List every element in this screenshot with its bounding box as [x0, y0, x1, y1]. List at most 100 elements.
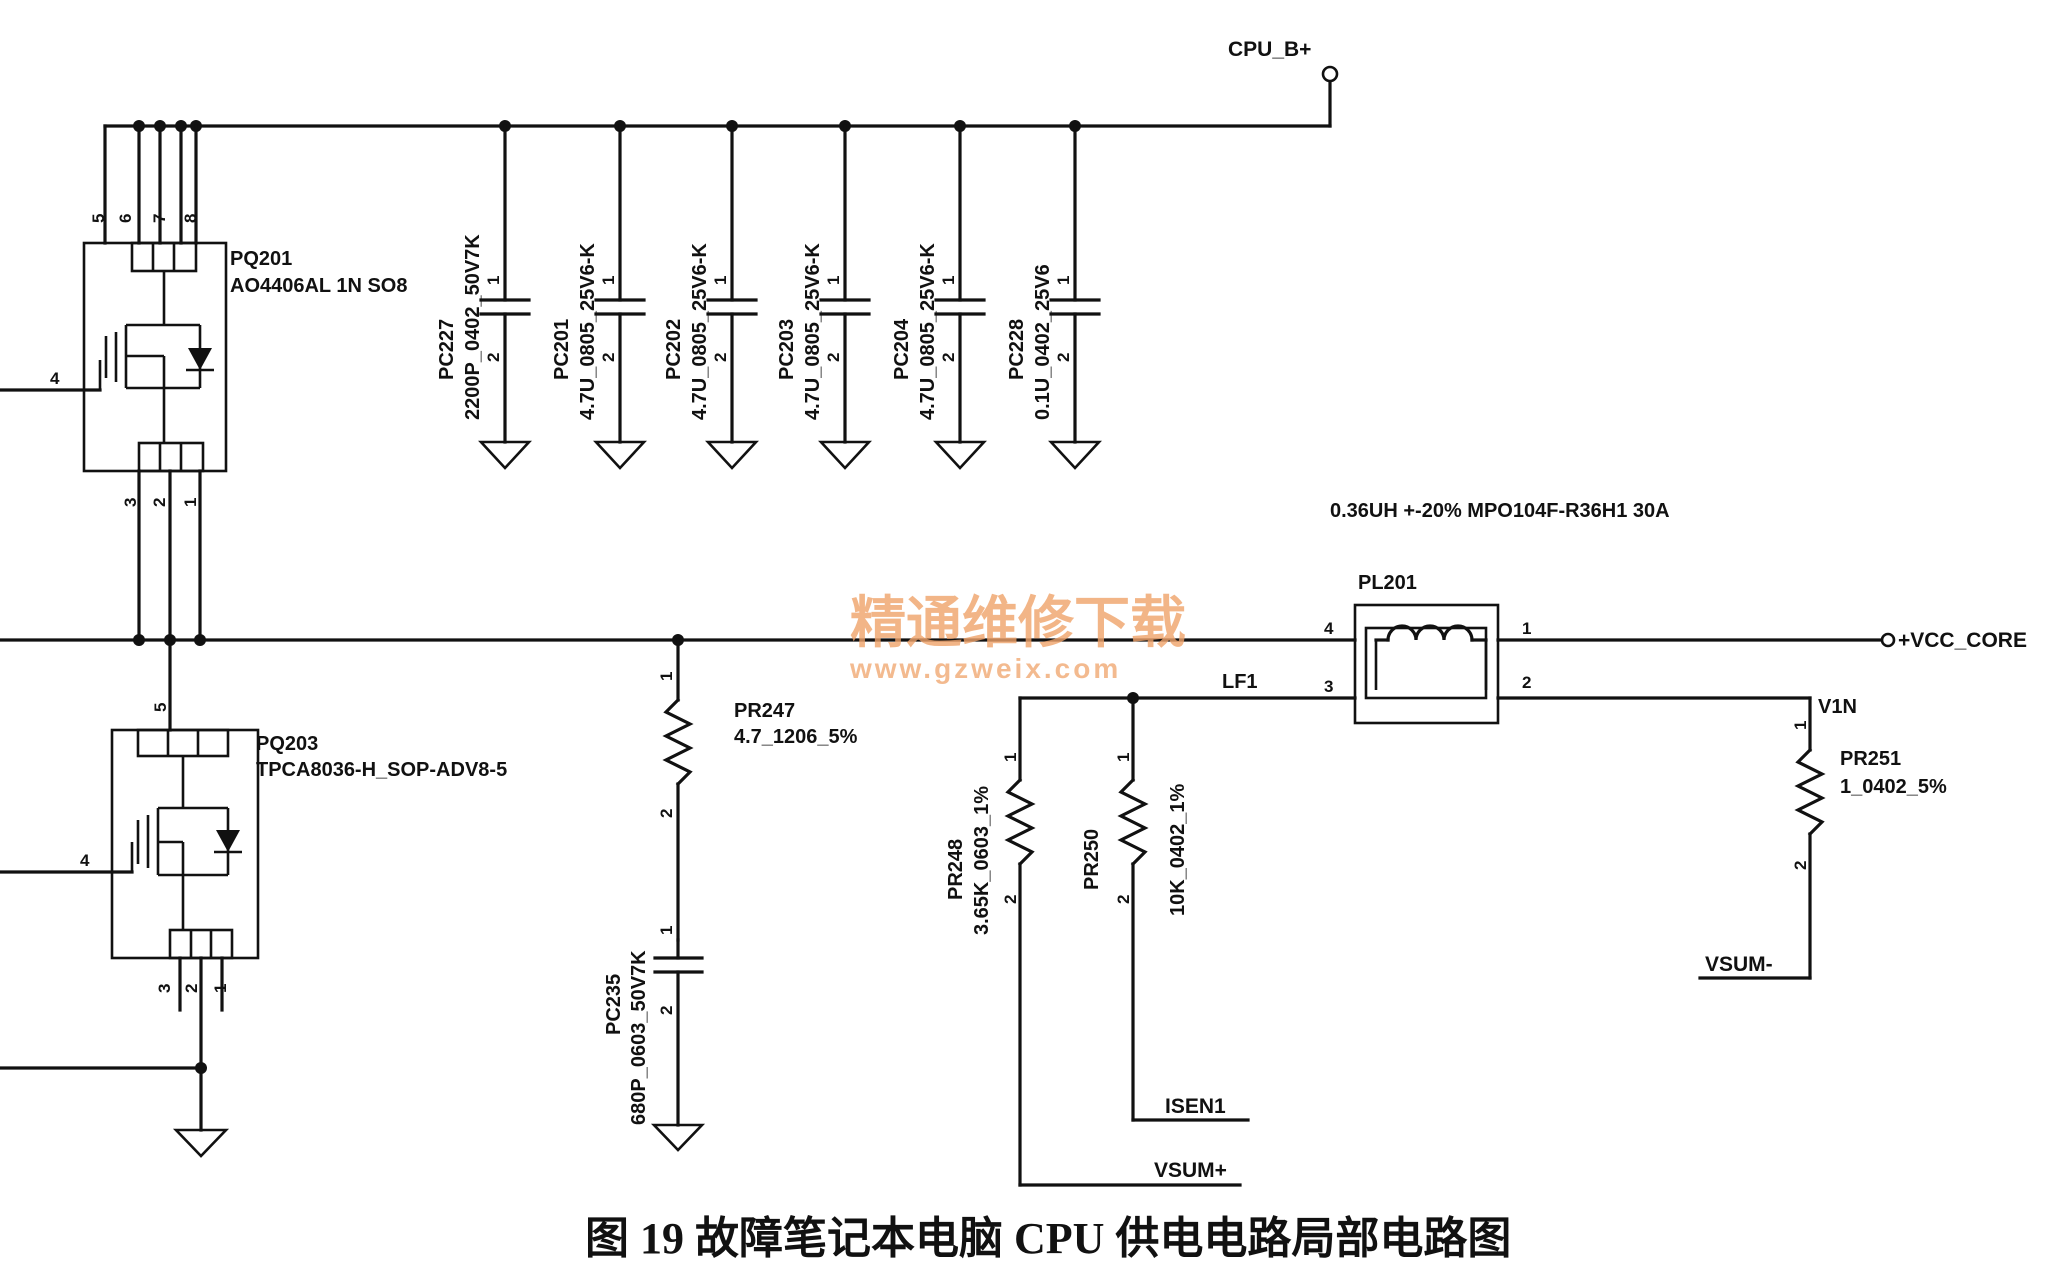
cpu-b-rail: CPU_B+: [103, 38, 1339, 128]
pq201-pin2: 2: [150, 498, 169, 507]
pq203-pin1: 1: [211, 984, 230, 993]
pr250-value: 10K_0402_1%: [1167, 783, 1189, 916]
pc228-pin1: 1: [1054, 276, 1073, 285]
pc202-pin2: 2: [711, 353, 730, 362]
pq201-pin3: 3: [121, 498, 140, 507]
watermark: 精通维修下载 www.gzweix.com: [849, 590, 1186, 684]
pq201-pin8: 8: [181, 214, 200, 223]
pc204-pin1: 1: [939, 276, 958, 285]
pr247-pin2: 2: [657, 809, 676, 818]
pq203-pin3: 3: [155, 984, 174, 993]
pc227-pin1: 1: [484, 276, 503, 285]
pc201-value: 4.7U_0805_25V6-K: [577, 243, 599, 420]
pr248-resistor: 1 2 PR248 3.65K_0603_1% VSUM+: [945, 696, 1242, 1187]
vsum-minus-net-label: VSUM-: [1705, 953, 1773, 976]
pc202-pin1: 1: [711, 276, 730, 285]
pr247-ref: PR247: [734, 700, 795, 722]
pq201-pin5: 5: [89, 214, 108, 223]
pc235-pin1: 1: [657, 926, 676, 935]
pc202-ground: [705, 440, 759, 470]
lf1-net-label: LF1: [1222, 671, 1258, 693]
pl201-pin4: 4: [1324, 619, 1334, 638]
pc235-value: 680P_0603_50V7K: [628, 950, 650, 1125]
pr250-ref: PR250: [1081, 829, 1103, 890]
figure-caption: 图 19 故障笔记本电脑 CPU 供电电路局部电路图: [585, 1214, 1511, 1263]
vsum-plus-net-label: VSUM+: [1154, 1159, 1227, 1182]
vcc-core-net-label: +VCC_CORE: [1898, 629, 2027, 652]
pc228-pin2: 2: [1054, 353, 1073, 362]
pq203-value: TPCA8036-H_SOP-ADV8-5: [256, 759, 507, 781]
pr250-resistor: 1 2 PR250 10K_0402_1% ISEN1: [1081, 692, 1250, 1122]
pc202-value: 4.7U_0805_25V6-K: [689, 243, 711, 420]
pl201-pin3: 3: [1324, 677, 1333, 696]
pq201-gate-pin: 4: [50, 369, 60, 388]
pl201-ref: PL201: [1358, 572, 1417, 594]
pc201-ref: PC201: [551, 319, 573, 380]
pl201-inductor: 4 1 3 2 PL201 0.36UH +-20% MPO104F-R36H1…: [1018, 500, 2027, 725]
pc202-ref: PC202: [663, 319, 685, 380]
pq203-pin5: 5: [151, 703, 170, 712]
pc203-pin2: 2: [824, 353, 843, 362]
pc204-pin2: 2: [939, 353, 958, 362]
pr250-pin2: 2: [1114, 895, 1133, 904]
pc201-pin1: 1: [599, 276, 618, 285]
pc228-ref: PC228: [1006, 319, 1028, 380]
pr247-pin1: 1: [657, 672, 676, 681]
pq203-gate-pin: 4: [80, 851, 90, 870]
pc227-pin2: 2: [484, 353, 503, 362]
pc203-value: 4.7U_0805_25V6-K: [802, 243, 824, 420]
pl201-pin2: 2: [1522, 673, 1531, 692]
pr251-pin1: 1: [1791, 721, 1810, 730]
isen1-net-label: ISEN1: [1165, 1095, 1226, 1118]
pq201-mosfet: 5 6 7 8 4 3 2 1 PQ201 AO4406AL 1N SO8: [0, 120, 408, 642]
pc201-ground: [593, 440, 647, 470]
pq203-ref: PQ203: [256, 733, 318, 755]
pc235-ref: PC235: [603, 974, 625, 1035]
pc235-capacitor: 1 2 PC235 680P_0603_50V7K: [603, 926, 706, 1152]
pc228-ground: [1048, 440, 1102, 470]
pc228-value: 0.1U_0402_25V6: [1032, 264, 1054, 420]
pr250-pin1: 1: [1114, 753, 1133, 762]
pc201-pin2: 2: [599, 353, 618, 362]
pc204-value: 4.7U_0805_25V6-K: [917, 243, 939, 420]
pq201-pin1: 1: [181, 498, 200, 507]
pr251-ref: PR251: [1840, 748, 1901, 770]
pc204-ground: [933, 440, 987, 470]
pl201-value: 0.36UH +-20% MPO104F-R36H1 30A: [1330, 500, 1670, 522]
pc203-pin1: 1: [824, 276, 843, 285]
cpu-b-net-label: CPU_B+: [1228, 38, 1311, 61]
pc227-value: 2200P_0402_50V7K: [462, 234, 484, 420]
v1n-net-label: V1N: [1818, 696, 1857, 718]
pr251-value: 1_0402_5%: [1840, 776, 1947, 798]
pc227-ground: [478, 440, 532, 470]
pc203-ground: [818, 440, 872, 470]
pq203-mosfet: 5 4 3 2 1 PQ203 TPCA8036-H_SOP-ADV8-5: [0, 638, 507, 1158]
pq203-pin2: 2: [182, 984, 201, 993]
watermark-text: 精通维修下载: [850, 590, 1186, 656]
pr248-ref: PR248: [945, 839, 967, 900]
pr248-value: 3.65K_0603_1%: [971, 786, 993, 935]
pr248-pin2: 2: [1001, 895, 1020, 904]
pq201-pin7: 7: [150, 214, 169, 223]
pc203-ref: PC203: [776, 319, 798, 380]
pr251-pin2: 2: [1791, 861, 1810, 870]
pr247-resistor: 1 2 PR247 4.7_1206_5%: [657, 638, 858, 942]
pc235-pin2: 2: [657, 1006, 676, 1015]
pq201-value: AO4406AL 1N SO8: [230, 275, 408, 297]
pr247-value: 4.7_1206_5%: [734, 726, 858, 748]
pq201-ref: PQ201: [230, 248, 292, 270]
pc204-ref: PC204: [891, 318, 913, 380]
pr248-pin1: 1: [1001, 753, 1020, 762]
pl201-pin1: 1: [1522, 619, 1531, 638]
watermark-url: www.gzweix.com: [849, 653, 1121, 684]
pq201-pin6: 6: [116, 214, 135, 223]
pc227-ref: PC227: [436, 319, 458, 380]
